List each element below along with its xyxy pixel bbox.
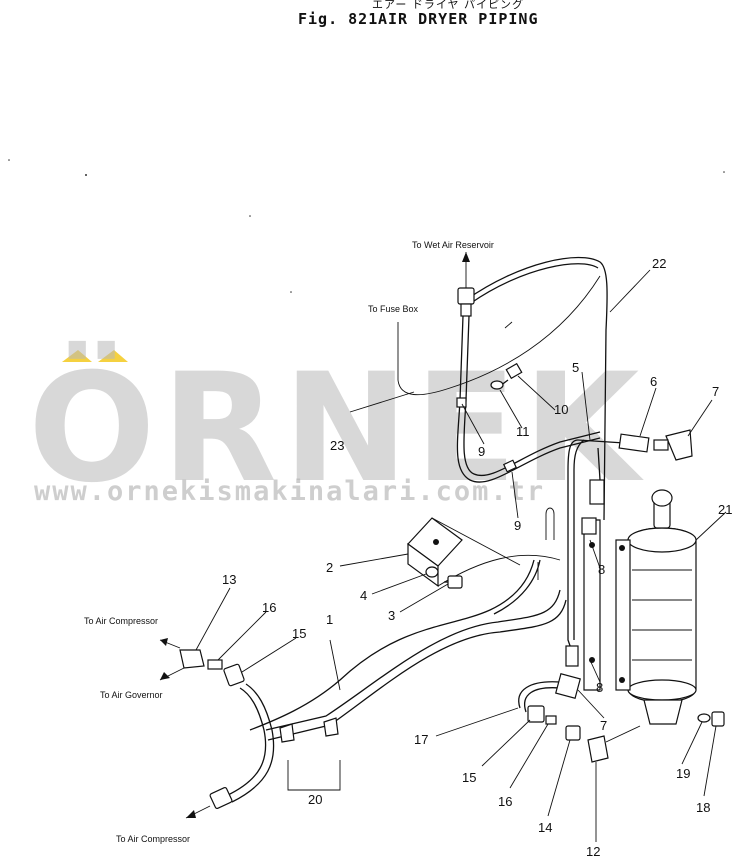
figure-title: AIR DRYER PIPING — [378, 10, 539, 28]
tee-13 — [179, 649, 205, 669]
callout-2: 2 — [326, 560, 333, 575]
arrow-head-compressor-bottom — [186, 810, 196, 818]
callout-15-bottom: 15 — [462, 770, 476, 785]
reservoir-fitting — [457, 287, 475, 305]
pipe-17 — [518, 681, 561, 709]
elbow-7-bottom — [555, 673, 581, 699]
fitting-6 — [618, 433, 650, 453]
bracket-8-fitting — [581, 517, 597, 535]
callout-18: 18 — [696, 800, 710, 815]
pipe-17-inner — [524, 687, 561, 713]
callout-19: 19 — [676, 766, 690, 781]
note-fuse-box: To Fuse Box — [368, 304, 419, 314]
pipe-5 — [567, 439, 579, 661]
watermark: ÖRNEK www.ornekismakinalari.com.tr — [28, 340, 645, 516]
bolt-18 — [711, 711, 725, 727]
hose-to-compressor-inner — [231, 683, 275, 803]
note-air-compressor-bottom: To Air Compressor — [116, 834, 190, 844]
callout-11: 11 — [516, 424, 530, 439]
callout-17: 17 — [414, 732, 428, 747]
arrow-head-governor — [160, 672, 170, 680]
pipe-1-upper — [249, 559, 535, 731]
hose-to-compressor — [225, 687, 267, 797]
callout-1: 1 — [326, 612, 333, 627]
hose-clamp-upper — [456, 397, 467, 408]
compressor-fitting — [209, 787, 233, 809]
callout-16-left: 16 — [262, 600, 276, 615]
hose-9-inner — [463, 315, 601, 477]
valve-12 — [587, 735, 609, 763]
wire-23-clip — [504, 321, 513, 329]
pipe-5-inner — [573, 439, 585, 640]
callout-20: 20 — [308, 792, 322, 807]
bracket-8-bolt-lower — [589, 657, 595, 663]
callout-7-top: 7 — [712, 384, 719, 399]
pipe-5-drop — [597, 447, 601, 481]
callout-22: 22 — [652, 256, 666, 271]
title-japanese: エアー ドライヤ パイピング — [372, 0, 525, 11]
callout-9-lower: 9 — [514, 518, 521, 533]
callout-7-bottom: 7 — [600, 718, 607, 733]
washer-19 — [697, 713, 711, 723]
hose-clamp-9 — [502, 459, 518, 473]
callout-4: 4 — [360, 588, 367, 603]
valve-12-line — [605, 725, 641, 743]
callout-6: 6 — [650, 374, 657, 389]
nut-15-left — [223, 663, 245, 687]
hose-9 — [456, 315, 601, 483]
pipe-5-lower-fitting — [565, 645, 579, 667]
watermark-brand: ÖRNEK — [28, 340, 645, 516]
connector-14 — [565, 725, 581, 741]
watermark-accent-right — [98, 350, 128, 362]
callout-13: 13 — [222, 572, 236, 587]
arrow-head-compressor-top — [160, 638, 168, 646]
reservoir-fitting-stem — [460, 303, 472, 317]
pipe-5-fitting — [589, 479, 605, 505]
washer-4 — [425, 566, 439, 578]
callout-10: 10 — [554, 402, 568, 417]
callout-21: 21 — [718, 502, 732, 517]
arrow-head-wet-air — [462, 252, 470, 262]
clamp-20-right — [323, 717, 339, 737]
pipe-1-inner — [265, 589, 561, 731]
figure-number: Fig. 821 — [298, 10, 379, 28]
callout-15-left: 15 — [292, 626, 306, 641]
elbow-7-top-nut — [653, 439, 669, 451]
callout-20-bracket — [287, 760, 341, 791]
watermark-accent-left — [62, 350, 92, 362]
elbow-7-top — [665, 429, 693, 461]
fitting-16-bottom — [545, 715, 557, 725]
watermark-url: www.ornekismakinalari.com.tr — [34, 476, 545, 507]
clamp-20-left — [279, 723, 295, 743]
nut-15-bottom — [527, 705, 545, 723]
note-wet-air-reservoir: To Wet Air Reservoir — [412, 240, 494, 250]
pipe-22 — [465, 256, 608, 521]
callout-3: 3 — [388, 608, 395, 623]
callout-16-bottom: 16 — [498, 794, 512, 809]
note-air-compressor-top: To Air Compressor — [84, 616, 158, 626]
note-air-governor: To Air Governor — [100, 690, 163, 700]
callout-12: 12 — [586, 844, 600, 858]
washer-11 — [490, 380, 504, 390]
callout-8-upper: 8 — [598, 562, 605, 577]
u-clip — [545, 507, 555, 540]
callout-5: 5 — [572, 360, 579, 375]
air-dryer — [615, 489, 697, 725]
pipe-1 — [267, 599, 567, 741]
callout-14: 14 — [538, 820, 552, 835]
leader-lines — [195, 269, 727, 842]
frame-edge — [431, 517, 521, 566]
callout-23: 23 — [330, 438, 344, 453]
pipe-22-inner — [470, 263, 599, 304]
callout-8-lower: 8 — [596, 680, 603, 695]
fitting-16-left — [207, 659, 223, 670]
pipe-1-upper-inner — [493, 559, 541, 615]
callout-numbers: 22 5 6 7 10 11 9 23 9 21 8 8 2 4 3 1 13 … — [222, 256, 732, 858]
bolt-3 — [444, 575, 463, 589]
callout-9-upper: 9 — [478, 444, 485, 459]
scan-specks — [8, 159, 725, 293]
